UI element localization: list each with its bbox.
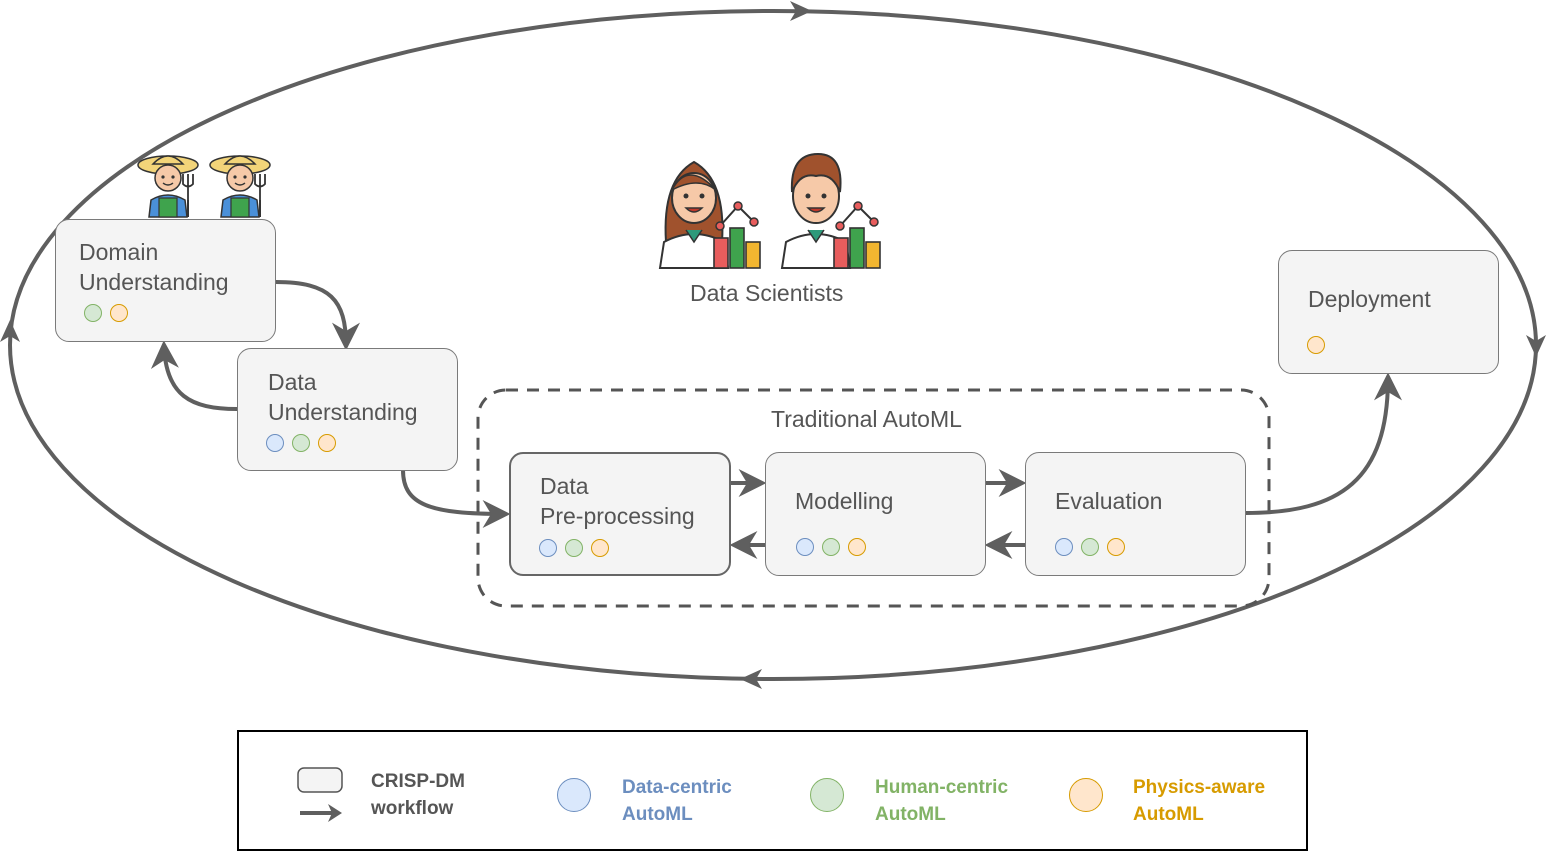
physics-aware-marker xyxy=(1107,538,1125,556)
node-deployment: Deployment xyxy=(1278,250,1499,374)
farmer-icon xyxy=(209,155,271,218)
data-centric-marker xyxy=(796,538,814,556)
human-centric-marker xyxy=(1081,538,1099,556)
node-label: Deployment xyxy=(1308,286,1431,312)
farmer-icon xyxy=(137,155,199,218)
physics-aware-marker xyxy=(318,434,336,452)
arrow-evaluation-to-deployment xyxy=(1245,372,1402,515)
cycle-arrow-bottom xyxy=(740,669,762,689)
legend-human-centric-swatch xyxy=(810,778,844,812)
physics-aware-marker xyxy=(591,539,609,557)
node-label: Data Understanding xyxy=(268,369,418,425)
node-label: Data Pre-processing xyxy=(540,473,695,529)
human-centric-marker xyxy=(292,434,310,452)
arrow-data-understanding-to-domain xyxy=(150,340,238,411)
workflow-arrowhead-swatch xyxy=(328,804,342,822)
node-modelling: Modelling xyxy=(765,452,986,576)
female-data-scientist-icon xyxy=(658,160,761,269)
node-label: Modelling xyxy=(795,488,894,514)
legend-data-centric-label: Data-centric AutoML xyxy=(622,777,732,825)
cycle-arrow-left xyxy=(0,320,20,342)
data-centric-marker xyxy=(1055,538,1073,556)
node-data-preprocessing: Data Pre-processing xyxy=(509,452,731,576)
crisp-dm-workflow-symbol xyxy=(297,767,343,822)
cycle-arrow-right xyxy=(1526,335,1546,357)
arrow-domain-to-data-understanding xyxy=(275,280,360,351)
physics-aware-marker xyxy=(848,538,866,556)
data-centric-marker xyxy=(539,539,557,557)
node-label: Domain Understanding xyxy=(79,239,229,295)
node-data-understanding: Data Understanding xyxy=(237,348,458,471)
physics-aware-marker xyxy=(110,304,128,322)
node-label: Evaluation xyxy=(1055,488,1163,514)
legend-physics-aware-label: Physics-aware AutoML xyxy=(1133,777,1266,825)
traditional-automl-label: Traditional AutoML xyxy=(771,406,962,432)
data-centric-marker xyxy=(266,434,284,452)
male-data-scientist-icon xyxy=(780,152,881,269)
process-box-swatch xyxy=(297,767,343,793)
legend: CRISP-DM workflow Data-centric AutoML Hu… xyxy=(237,730,1308,851)
node-evaluation: Evaluation xyxy=(1025,452,1246,576)
cycle-arrow-top xyxy=(790,1,812,21)
node-domain-understanding: Domain Understanding xyxy=(55,219,276,342)
data-scientists-label: Data Scientists xyxy=(690,280,844,306)
legend-data-centric-swatch xyxy=(557,778,591,812)
arrow-data-understanding-to-preprocessing xyxy=(401,469,511,528)
human-centric-marker xyxy=(822,538,840,556)
legend-human-centric-label: Human-centric AutoML xyxy=(875,777,1009,825)
human-centric-marker xyxy=(565,539,583,557)
traditional-automl-group xyxy=(476,388,1271,608)
legend-physics-aware-swatch xyxy=(1069,778,1103,812)
physics-aware-marker xyxy=(1307,336,1325,354)
legend-workflow-label: CRISP-DM workflow xyxy=(371,771,465,819)
human-centric-marker xyxy=(84,304,102,322)
